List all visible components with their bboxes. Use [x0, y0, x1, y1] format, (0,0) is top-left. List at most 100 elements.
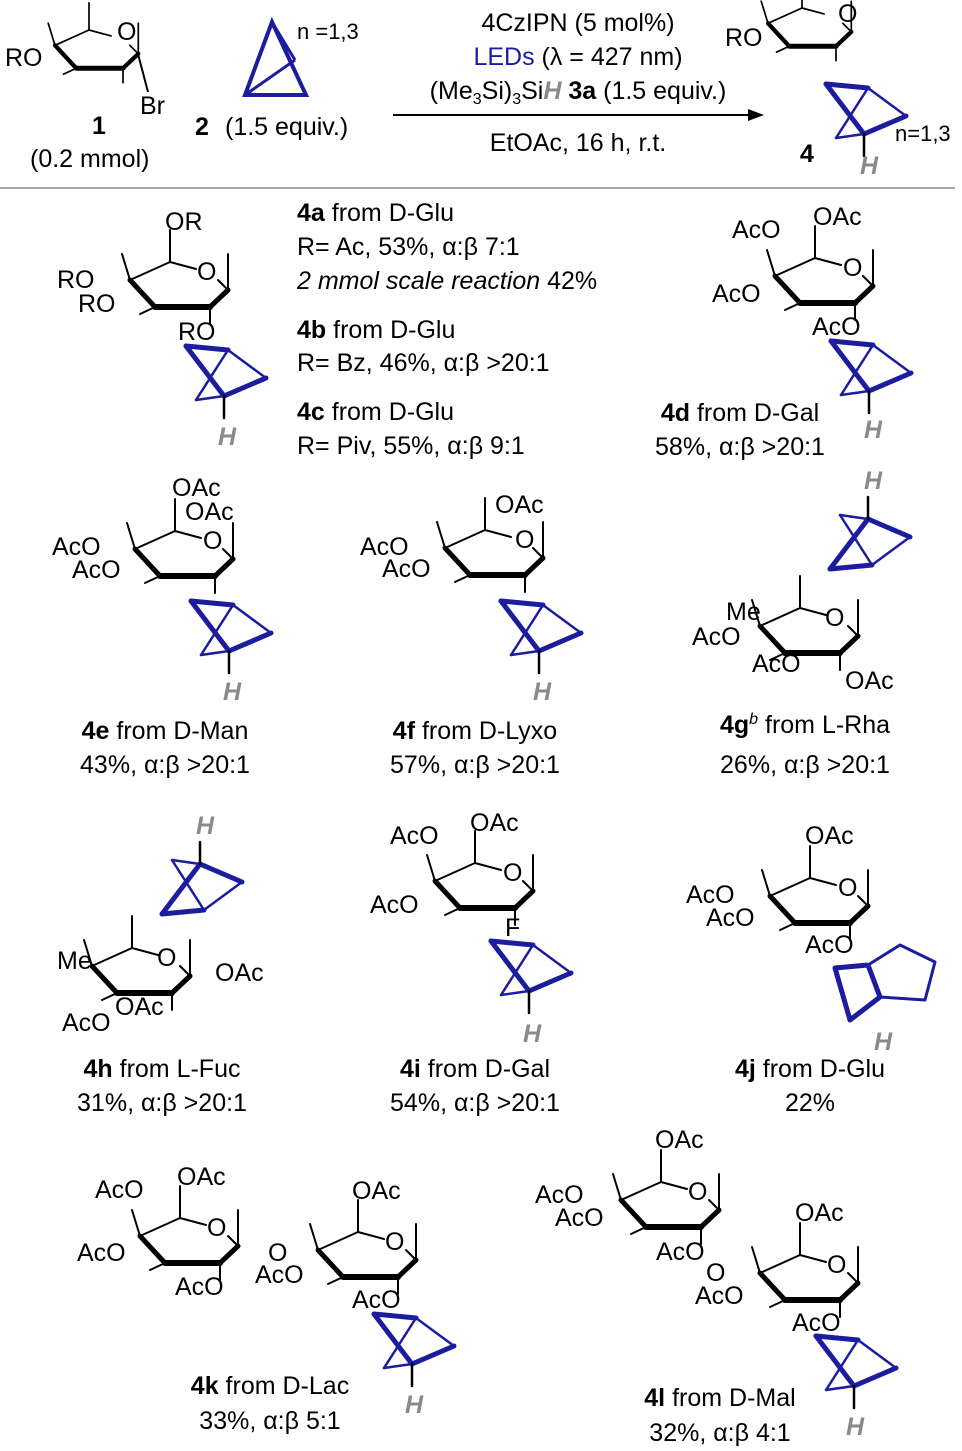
r1-o: O	[117, 18, 137, 46]
hydrogen-label: H	[874, 1028, 893, 1056]
atom-label: AcO	[390, 822, 439, 850]
atom-label: O	[515, 526, 535, 554]
result-4c: R= Piv, 55%, α:β 9:1	[297, 432, 525, 460]
atom-label: O	[207, 1214, 227, 1242]
atom-label: RO	[57, 266, 95, 294]
atom-label: O	[157, 944, 177, 972]
atom-label: OAc	[813, 203, 862, 231]
condition-solvent: EtOAc, 16 h, r.t.	[489, 129, 667, 157]
atom-label: AcO	[352, 1286, 401, 1314]
atom-label: O	[197, 258, 217, 286]
atom-label: AcO	[382, 555, 431, 583]
product-4-bicyclopentane	[826, 84, 906, 156]
atom-label: O	[825, 604, 845, 632]
atom-label: OAc	[470, 809, 519, 837]
result-4f: 57%, α:β >20:1	[390, 751, 560, 779]
condition-light: LEDs (λ = 427 nm)	[473, 43, 683, 71]
caption-4h: 4h from L-Fuc	[83, 1055, 241, 1083]
result-4g: 26%, α:β >20:1	[720, 751, 890, 779]
r1-ro: RO	[5, 44, 43, 72]
atom-label: AcO	[805, 931, 854, 959]
caption-4g: 4gb from L-Rha	[719, 711, 891, 739]
caption-4a: 4a from D-Glu	[297, 199, 454, 227]
atom-label: OAc	[115, 993, 164, 1021]
atom-label: AcO	[555, 1204, 604, 1232]
atom-label: O	[843, 254, 863, 282]
hydrogen-label: H	[196, 812, 215, 840]
atom-label: OAc	[795, 1199, 844, 1227]
caption-4e: 4e from D-Man	[81, 717, 249, 745]
atom-label: O	[827, 1251, 847, 1279]
caption-4k: 4k from D-Lac	[190, 1372, 350, 1400]
r1-amount: (0.2 mmol)	[30, 145, 150, 173]
atom-label: AcO	[77, 1239, 126, 1267]
result-4k: 33%, α:β 5:1	[199, 1407, 341, 1435]
caption-4l: 4l from D-Mal	[644, 1384, 796, 1412]
r2-n: n =1,3	[297, 19, 359, 44]
4f-bcp	[501, 601, 581, 673]
reactant-2-bicyclopentane	[242, 16, 310, 97]
hydrogen-label: H	[223, 678, 242, 706]
atom-label: AcO	[692, 623, 741, 651]
atom-label: OAc	[495, 491, 544, 519]
4h-bcp	[162, 842, 242, 914]
result-4j: 22%	[784, 1089, 836, 1117]
scale-4a: 2 mmol scale reaction 42%	[297, 267, 598, 295]
atom-label: O	[385, 1228, 405, 1256]
atom-label: OAc	[845, 667, 894, 695]
result-4h: 31%, α:β >20:1	[77, 1089, 247, 1117]
result-4l: 32%, α:β 4:1	[649, 1419, 791, 1447]
r1-br: Br	[140, 92, 165, 120]
atom-label: AcO	[695, 1282, 744, 1310]
p-o: O	[838, 0, 858, 28]
hydrogen-label: H	[405, 1391, 424, 1419]
hydrogen-label: H	[533, 678, 552, 706]
atom-label: OR	[165, 208, 203, 236]
atom-label: AcO	[712, 280, 761, 308]
4g-bcp	[830, 497, 910, 569]
atom-label: AcO	[370, 891, 419, 919]
result-4d: 58%, α:β >20:1	[655, 433, 825, 461]
atom-label: AcO	[535, 1181, 584, 1209]
atom-label: OAc	[215, 959, 264, 987]
atom-label: AcO	[686, 881, 735, 909]
p-ro: RO	[725, 24, 763, 52]
4j-bicyclohexane	[832, 943, 937, 1023]
condition-catalyst: 4CzIPN (5 mol%)	[481, 9, 675, 37]
atom-label: Me	[57, 947, 92, 975]
atom-label: OAc	[172, 474, 221, 502]
atom-label: OAc	[185, 498, 234, 526]
atom-label: AcO	[360, 533, 409, 561]
atom-label: AcO	[656, 1238, 705, 1266]
atom-label: O	[688, 1178, 708, 1206]
caption-4d: 4d from D-Gal	[660, 399, 820, 427]
atom-label: O	[203, 527, 223, 555]
atom-label: AcO	[706, 904, 755, 932]
hydrogen-label: H	[846, 1413, 865, 1441]
atom-label: O	[706, 1259, 726, 1287]
result-4b: R= Bz, 46%, α:β >20:1	[297, 349, 550, 377]
caption-4c: 4c from D-Glu	[297, 398, 454, 426]
atom-label: AcO	[62, 1009, 111, 1037]
caption-4i: 4i from D-Gal	[399, 1055, 551, 1083]
r1-id: 1	[92, 112, 106, 140]
p-h: H	[860, 152, 879, 180]
result-4i: 54%, α:β >20:1	[390, 1089, 560, 1117]
atom-label: O	[268, 1239, 288, 1267]
atom-label: AcO	[792, 1309, 841, 1337]
4i-bcp	[491, 941, 571, 1013]
atom-label: RO	[178, 318, 216, 346]
caption-4b: 4b from D-Glu	[297, 316, 456, 344]
hydrogen-label: H	[864, 467, 883, 495]
atom-label: AcO	[72, 556, 121, 584]
atom-label: O	[503, 859, 523, 887]
atom-label: AcO	[752, 650, 801, 678]
atom-label: OAc	[805, 822, 854, 850]
r2-id: 2	[195, 113, 209, 141]
p-id: 4	[800, 140, 814, 168]
atom-label: OAc	[177, 1163, 226, 1191]
atom-label: O	[838, 874, 858, 902]
4e-bcp	[191, 601, 271, 673]
result-4a: R= Ac, 53%, α:β 7:1	[297, 233, 520, 261]
result-4e: 43%, α:β >20:1	[80, 751, 250, 779]
